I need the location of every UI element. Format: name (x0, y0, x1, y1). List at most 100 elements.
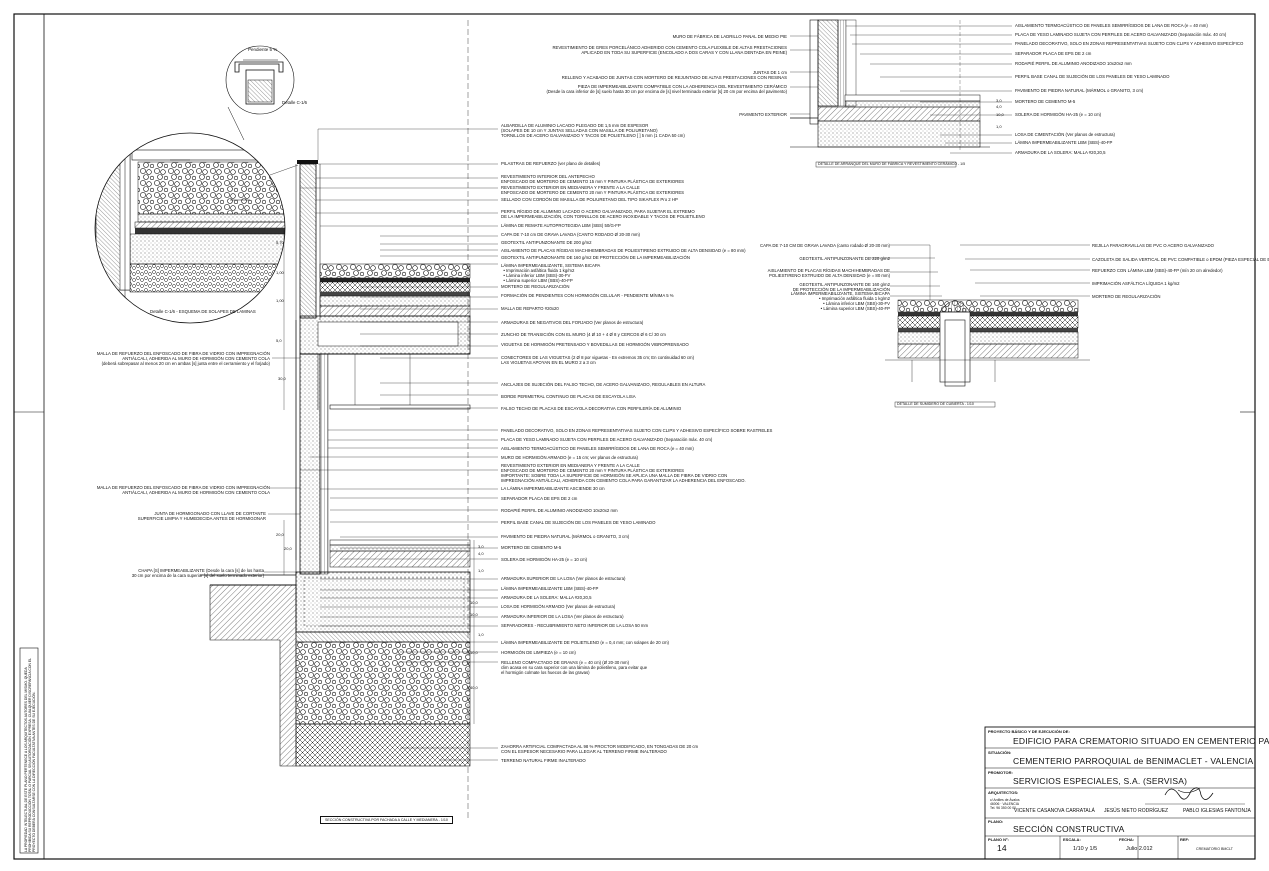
construction-label: LÁMINA IMPERMEABILIZANTE DE POLIETILENO … (501, 640, 669, 645)
construction-label: VIGUETAS DE HORMIGÓN PRETENSADO Y BOVEDI… (501, 342, 689, 347)
dim-label: 1,0 (478, 632, 484, 637)
construction-label: RODAPIÉ PERFIL DE ALUMINIO ANODIZADO 10x… (501, 508, 618, 513)
tb-plano-heading: PLANO: (988, 819, 1004, 824)
wall-detail-label: SOLERA DE HORMIGÓN HA-25 (e = 10 cm) (1015, 112, 1102, 117)
wall-detail-label: PAVIMENTO DE PIEDRA NATURAL (MÁRMOL o GR… (1015, 88, 1144, 93)
construction-label: SEPARADORES - RECUBRIMIENTO NETO INFERIO… (501, 623, 649, 628)
construction-label: ANCLAJES DE SUJECIÓN DEL FALSO TECHO, DE… (501, 382, 706, 387)
construction-label: HORMIGÓN DE LIMPIEZA (e = 10 cm) (501, 650, 576, 655)
construction-label: LÁMINA IMPERMEABILIZANTE LBM (SBS)-40-FP (501, 586, 599, 591)
dim-label: 4,0 (478, 551, 484, 556)
tb-fecha-heading: FECHA: (1119, 837, 1135, 842)
left-note: JUNTA DE HORMIGONADO CON LLAVE DE CORTAN… (137, 511, 266, 521)
construction-label: REVESTIMIENTO EXTERIOR EN MEDIANERA Y FR… (501, 185, 685, 195)
construction-label: ZAHORRA ARTIFICIAL COMPACTADA AL 98 % PR… (501, 744, 699, 754)
tb-project: EDIFICIO PARA CREMATORIO SITUADO EN CEME… (1013, 736, 1269, 746)
overlap-circle-detail (95, 133, 285, 323)
wall-detail-label: LOSA DE CIMENTACIÓN (Ver planos de estru… (1015, 132, 1115, 137)
wall-detail-label: LÁMINA IMPERMEABILIZANTE LBM (SBS)-40-FP (1015, 140, 1113, 145)
dim-label: 20,0 (276, 532, 284, 537)
construction-label: FALSO TECHO DE PLACAS DE ESCAYOLA DECORA… (501, 406, 682, 411)
construction-label: TERRENO NATURAL FIRME INALTERADO (501, 758, 586, 763)
construction-label: BORDE PERIMETRAL CONTINUO DE PLACAS DE E… (501, 394, 636, 399)
circle-detail-caption: Detalle C-1/6 - ESQUEMA DE SOLAPES DE LA… (150, 309, 256, 314)
wall-detail-label: ARMADURA DE LA SOLERA: MALLA #20,20,5 (1015, 150, 1106, 155)
dim-label: 30,0 (278, 376, 286, 381)
drain-caption: DETALLE DE SUMIDERO DE CUBIERTA - 1/10 (897, 402, 974, 406)
construction-label: PILASTRAS DE REFUERZO (ver plano de deta… (501, 161, 601, 166)
dim-label: 1,00 (276, 270, 284, 275)
dim-label: 3,0 (996, 98, 1002, 103)
drain-label: MORTERO DE REGULARIZACIÓN (1092, 294, 1161, 299)
dim-label: 1,0 (478, 568, 484, 573)
drain-label: REFUERZO CON LÁMINA LBM (SBS)-40-FP (mín… (1092, 268, 1223, 273)
tb-num: 14 (997, 843, 1007, 853)
dim-label: 10,0 (470, 650, 478, 655)
construction-label: PAVIMENTO DE PIEDRA NATURAL (MÁRMOL o GR… (501, 534, 630, 539)
left-note: MALLA DE REFUERZO DEL ENFOSCADO DE FIBRA… (96, 351, 270, 366)
construction-label: ALBARDILLA DE ALUMINIO LACADO PLEGADO DE… (501, 123, 685, 138)
construction-label: GEOTEXTIL ANTIPUNZONANTE DE 160 g/m2 DE … (501, 255, 690, 260)
construction-label: SEPARADOR PLACA DE EPS DE 2 cm (501, 496, 578, 501)
construction-label: MORTERO DE CEMENTO M-5 (501, 545, 562, 550)
construction-label: RELLENO COMPACTADO DE GRAVAS (e = 40 cm)… (501, 660, 648, 675)
construction-label: SELLADO CON CORDÓN DE MASILLA DE POLIURE… (501, 197, 678, 202)
construction-label: ARMADURA SUPERIOR DE LA LOSA (Ver planos… (501, 576, 626, 581)
tb-arq1: VICENTE CASANOVA CARRATALÁ (1014, 808, 1095, 814)
dim-label: 10,0 (996, 112, 1004, 117)
left-note: CHAPA [S] IMPERMEABILIZANTE (Desde la ca… (131, 568, 264, 578)
dim-label: 10,0 (470, 612, 478, 617)
tb-escala-heading: ESCALA: (1063, 837, 1081, 842)
dim-label: 5,0 (276, 338, 282, 343)
wall-detail-label: PERFIL BASE CANAL DE SUJECIÓN DE LOS PAN… (1015, 74, 1170, 79)
tb-arquitectos-heading: ARQUITECTOS: (988, 790, 1019, 795)
wall-detail-label: JUNTAS DE 1 cm RELLENO Y ACABADO DE JUNT… (561, 70, 787, 80)
tb-ref-heading: REF: (1180, 837, 1190, 842)
roof-drain-detail (885, 299, 1090, 408)
drain-label: CAPA DE 7-10 CM DE GRAVA LAVADA (canto r… (760, 243, 890, 248)
construction-label: AISLAMIENTO TERMOACÚSTICO DE PANELES SEM… (501, 446, 694, 451)
tb-promotor-heading: PROMOTOR: (988, 770, 1013, 775)
construction-label: REVESTIMIENTO EXTERIOR EN MEDIANERA Y FR… (501, 463, 746, 483)
drain-label: GEOTEXTIL ANTIPUNZONANTE DE 220 g/m2 (799, 256, 890, 261)
dim-label: 1,00 (276, 298, 284, 303)
tb-escala: 1/10 y 1/5 (1073, 846, 1098, 852)
dim-label: 40,0 (470, 685, 478, 690)
tb-arq-address: c/ Ardiles de Ávalos 46006 · VALENCIA Te… (990, 798, 1020, 810)
construction-label: MALLA DE REPARTO #20x20 (501, 306, 559, 311)
wall-detail-label: PLACA DE YESO LAMINADO SUJETA CON PERFIL… (1015, 32, 1227, 37)
construction-label: LÁMINA IMPERMEABILIZANTE, SISTEMA BICAPA… (501, 263, 601, 283)
wall-detail-label: PIEZA DE IMPERMEABILIZANTE COMPATIBLE CO… (546, 84, 788, 94)
tb-ref: CREMATORIO BMCLT (1196, 847, 1233, 851)
dim-label: 5,70 (276, 240, 284, 245)
tb-promotor: SERVICIOS ESPECIALES, S.A. (SERVISA) (1013, 776, 1188, 786)
title-block-frame (984, 726, 1256, 860)
tb-plano: SECCIÓN CONSTRUCTIVA (1013, 824, 1125, 834)
dim-label: 10,0 (470, 600, 478, 605)
left-note: MALLA DE REFUERZO DEL ENFOSCADO DE FIBRA… (96, 485, 270, 495)
side-legal-note: LA PROPIEDAD INTELECTUAL DE ESTE PLANO P… (24, 658, 36, 852)
construction-label: PERFIL BASE CANAL DE SUJECIÓN DE LOS PAN… (501, 520, 656, 525)
tb-project-heading: PROYECTO BÁSICO Y DE EJECUCIÓN DE: (988, 729, 1070, 734)
top-right-caption: DETALLE DE ARRANQUE DEL MURO DE FÁBRICA … (818, 162, 966, 166)
brick-wall-base-detail (790, 19, 990, 168)
dim-label: 1,0 (996, 124, 1002, 129)
wall-detail-label: PAVIMENTO EXTERIOR (739, 112, 787, 117)
construction-label: SOLERA DE HORMIGÓN HA-25 (e = 10 cm) (501, 557, 588, 562)
tb-situacion-heading: SITUACIÓN: (988, 750, 1012, 755)
wall-detail-label: RODAPIÉ PERFIL DE ALUMINIO ANODIZADO 10x… (1015, 61, 1132, 66)
wall-detail-label: MORTERO DE CEMENTO M-5 (1015, 99, 1076, 104)
tb-situacion: CEMENTERIO PARROQUIAL de BENIMACLET - VA… (1013, 756, 1254, 766)
construction-label: ZUNCHO DE TRANSICIÓN CON EL MURO (4 Ø 10… (501, 332, 666, 337)
construction-label: ARMADURAS DE NEGATIVOS DEL FORJADO (Ver … (501, 320, 644, 325)
detail-ref-label: Detalle C-1/6 (282, 100, 308, 105)
drain-label: REJILLA PARAGRAVILLAS DE PVC O ACERO GAL… (1092, 243, 1214, 248)
dim-label: 3,0 (478, 544, 484, 549)
construction-label: ARMADURA DE LA SOLERA: MALLA #20,20,5 (501, 595, 592, 600)
main-section-caption: SECCIÓN CONSTRUCTIVA POR FACHADA A CALLE… (320, 816, 453, 824)
construction-label: MORTERO DE REGULARIZACIÓN (501, 284, 570, 289)
construction-label: PANELADO DECORATIVO, SOLO EN ZONAS REPRE… (501, 428, 773, 433)
wall-detail-label: AISLAMIENTO TERMOACÚSTICO DE PANELES SEM… (1015, 23, 1208, 28)
drain-label: LÁMINA IMPERMEABILIZANTE, SISTEMA BICAPA… (790, 291, 890, 311)
construction-label: LÁMINA DE REMATE AUTOPROTEGIDA LBM (SBS)… (501, 223, 621, 228)
